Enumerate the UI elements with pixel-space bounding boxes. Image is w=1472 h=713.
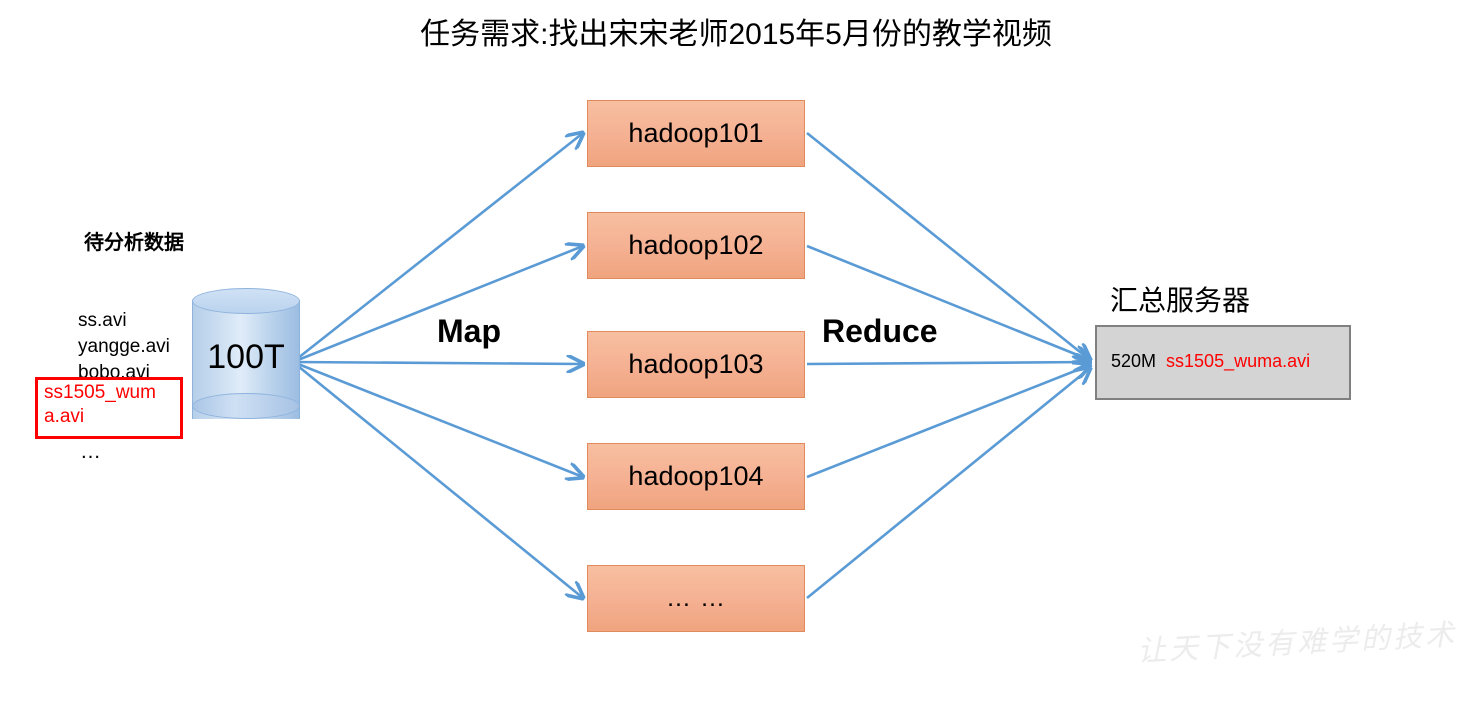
source-file-item: ss.avi [78,310,127,331]
reduce-phase-label: Reduce [822,313,938,349]
node-label: hadoop104 [628,461,764,491]
watermark: 让天下没有难学的技术 [1136,617,1458,668]
node-label: … … [666,584,726,612]
arrow-map-hadoop103 [292,362,583,364]
storage-capacity-label: 100T [207,338,285,376]
node-box-more: … … [587,565,805,632]
arrow-reduce-hadoop-more [806,368,1090,600]
cylinder-top-ellipse [192,288,300,314]
highlighted-file-label: ss1505_wuma.avi [44,382,156,427]
node-box-hadoop104: hadoop104 [587,443,805,510]
server-result-row: 520M ss1505_wuma.avi [1111,351,1310,372]
map-phase-label: Map [437,313,501,349]
node-box-hadoop103: hadoop103 [587,331,805,398]
highlighted-file-box [35,377,183,439]
arrow-map-hadoop104 [292,360,583,477]
cylinder-bottom-ellipse [192,393,300,419]
node-box-hadoop101: hadoop101 [587,100,805,167]
source-file-more: … [80,440,102,463]
storage-cylinder: 100T [192,288,300,432]
arrow-reduce-hadoop103 [806,362,1090,364]
server-result-file: ss1505_wuma.avi [1166,351,1311,371]
source-file-item: yangge.avi [78,336,170,357]
page-title: 任务需求:找出宋宋老师2015年5月份的教学视频 [420,18,1052,51]
source-data-heading: 待分析数据 [84,232,184,254]
node-label: hadoop102 [628,230,764,260]
node-box-hadoop102: hadoop102 [587,212,805,279]
server-title: 汇总服务器 [1110,285,1251,316]
server-box: 520M ss1505_wuma.avi [1095,325,1351,400]
server-result-size: 520M [1111,351,1157,371]
arrow-map-hadoop-more [292,360,583,598]
node-label: hadoop103 [628,349,764,379]
arrow-reduce-hadoop104 [806,365,1090,479]
node-label: hadoop101 [628,118,764,148]
